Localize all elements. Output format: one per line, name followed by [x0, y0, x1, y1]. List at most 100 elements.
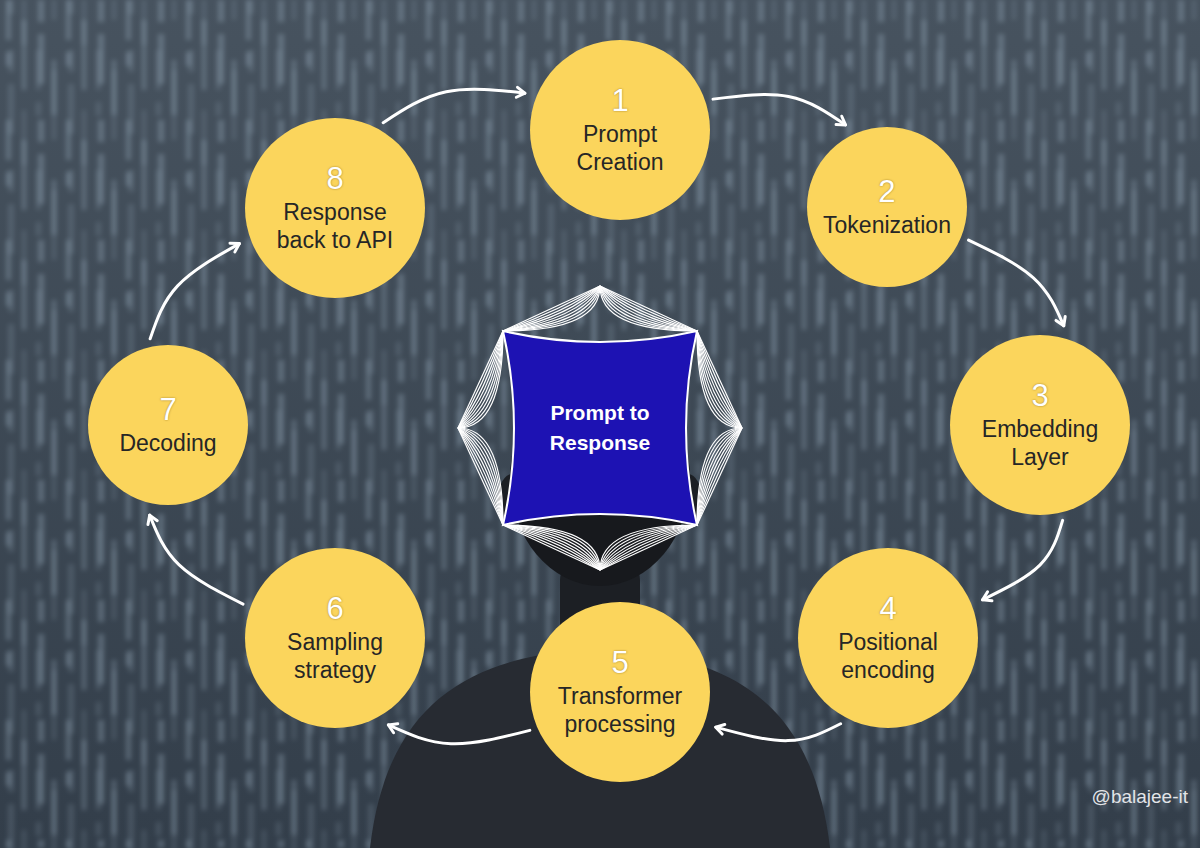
- flow-arrow: [150, 515, 243, 604]
- star-string: [503, 286, 600, 331]
- flow-arrow: [383, 89, 525, 122]
- star-string: [458, 428, 503, 525]
- step-number: 1: [611, 84, 628, 118]
- star-string: [697, 331, 742, 428]
- star-string: [600, 286, 697, 331]
- star-string: [503, 525, 600, 570]
- star-string: [458, 428, 503, 525]
- step-label: Positional encoding: [818, 628, 958, 684]
- step-circle: 3Embedding Layer: [950, 335, 1130, 515]
- star-string: [600, 525, 697, 570]
- star-string: [697, 331, 742, 428]
- step-label: Response back to API: [265, 198, 405, 254]
- star-petal: [458, 331, 503, 525]
- star-string: [458, 331, 503, 428]
- star-string: [600, 286, 697, 331]
- star-string: [600, 286, 697, 331]
- star-string: [503, 286, 600, 331]
- text-group: 6Sampling strategy: [265, 592, 405, 684]
- star-string: [503, 525, 600, 570]
- center-fill: [503, 331, 697, 525]
- star-string: [503, 286, 600, 331]
- flow-arrow: [388, 725, 529, 744]
- step-label: Sampling strategy: [265, 628, 405, 684]
- step-number: 2: [878, 175, 895, 209]
- star-string: [458, 428, 503, 525]
- star-string: [458, 428, 503, 525]
- star-string: [503, 525, 600, 570]
- flow-arrow: [969, 240, 1064, 326]
- step-number: 4: [879, 592, 896, 626]
- star-string: [458, 428, 503, 525]
- star-string: [503, 525, 600, 570]
- star-string: [458, 428, 503, 525]
- star-string: [600, 525, 697, 570]
- star-string: [600, 525, 697, 570]
- star-string: [503, 286, 600, 331]
- star-string: [458, 428, 503, 525]
- text-group: 4Positional encoding: [818, 592, 958, 684]
- text-group: 8Response back to API: [265, 162, 405, 254]
- star-string: [503, 286, 600, 331]
- star-string: [600, 286, 697, 331]
- step-number: 5: [611, 646, 628, 680]
- star-string: [458, 331, 503, 428]
- star-string: [697, 428, 742, 525]
- star-petal: [503, 286, 697, 331]
- step-circle: 6Sampling strategy: [245, 548, 425, 728]
- text-group: Prompt to Response: [550, 398, 650, 459]
- text-group: 2Tokenization: [823, 175, 951, 239]
- text-group: 3Embedding Layer: [970, 379, 1110, 471]
- star-string: [600, 525, 697, 570]
- star-string: [503, 525, 600, 570]
- star-petal: [503, 525, 697, 570]
- star-string: [458, 331, 503, 428]
- star-string: [600, 286, 697, 331]
- star-string: [458, 428, 503, 525]
- flow-arrow: [150, 244, 239, 339]
- star-string: [600, 525, 697, 570]
- star-petal: [697, 331, 742, 525]
- star-string: [697, 428, 742, 525]
- star-string: [503, 286, 600, 331]
- star-string: [600, 525, 697, 570]
- step-circle: 1Prompt Creation: [530, 40, 710, 220]
- star-string: [458, 331, 503, 428]
- star-string: [697, 428, 742, 525]
- star-string: [600, 525, 697, 570]
- step-circle: 7Decoding: [88, 345, 248, 505]
- star-string: [697, 428, 742, 525]
- text-group: 1Prompt Creation: [550, 84, 690, 176]
- step-label: Embedding Layer: [970, 415, 1110, 471]
- flow-arrow: [983, 520, 1063, 599]
- star-string: [458, 331, 503, 428]
- star-outline: [455, 283, 745, 573]
- star-string: [697, 428, 742, 525]
- star-string: [697, 331, 742, 428]
- star-string: [697, 331, 742, 428]
- center-title: Prompt to Response: [550, 398, 650, 459]
- star-string: [503, 525, 600, 570]
- star-string: [697, 331, 742, 428]
- person-silhouette: [370, 370, 830, 848]
- star-string: [503, 525, 600, 570]
- star-string: [600, 286, 697, 331]
- flow-arrow: [716, 724, 841, 741]
- text-group: 7Decoding: [119, 393, 216, 457]
- step-label: Decoding: [119, 429, 216, 457]
- star-string: [697, 428, 742, 525]
- text-group: 5Transformer processing: [550, 646, 690, 738]
- star-string: [697, 331, 742, 428]
- step-circle: 8Response back to API: [245, 118, 425, 298]
- step-number: 3: [1031, 379, 1048, 413]
- step-number: 6: [326, 592, 343, 626]
- watermark: @balajee-it: [1092, 786, 1188, 808]
- star-string: [458, 331, 503, 428]
- star-string: [503, 286, 600, 331]
- star-string: [697, 428, 742, 525]
- star-string: [697, 331, 742, 428]
- step-circle: 2Tokenization: [807, 127, 967, 287]
- star-string: [600, 525, 697, 570]
